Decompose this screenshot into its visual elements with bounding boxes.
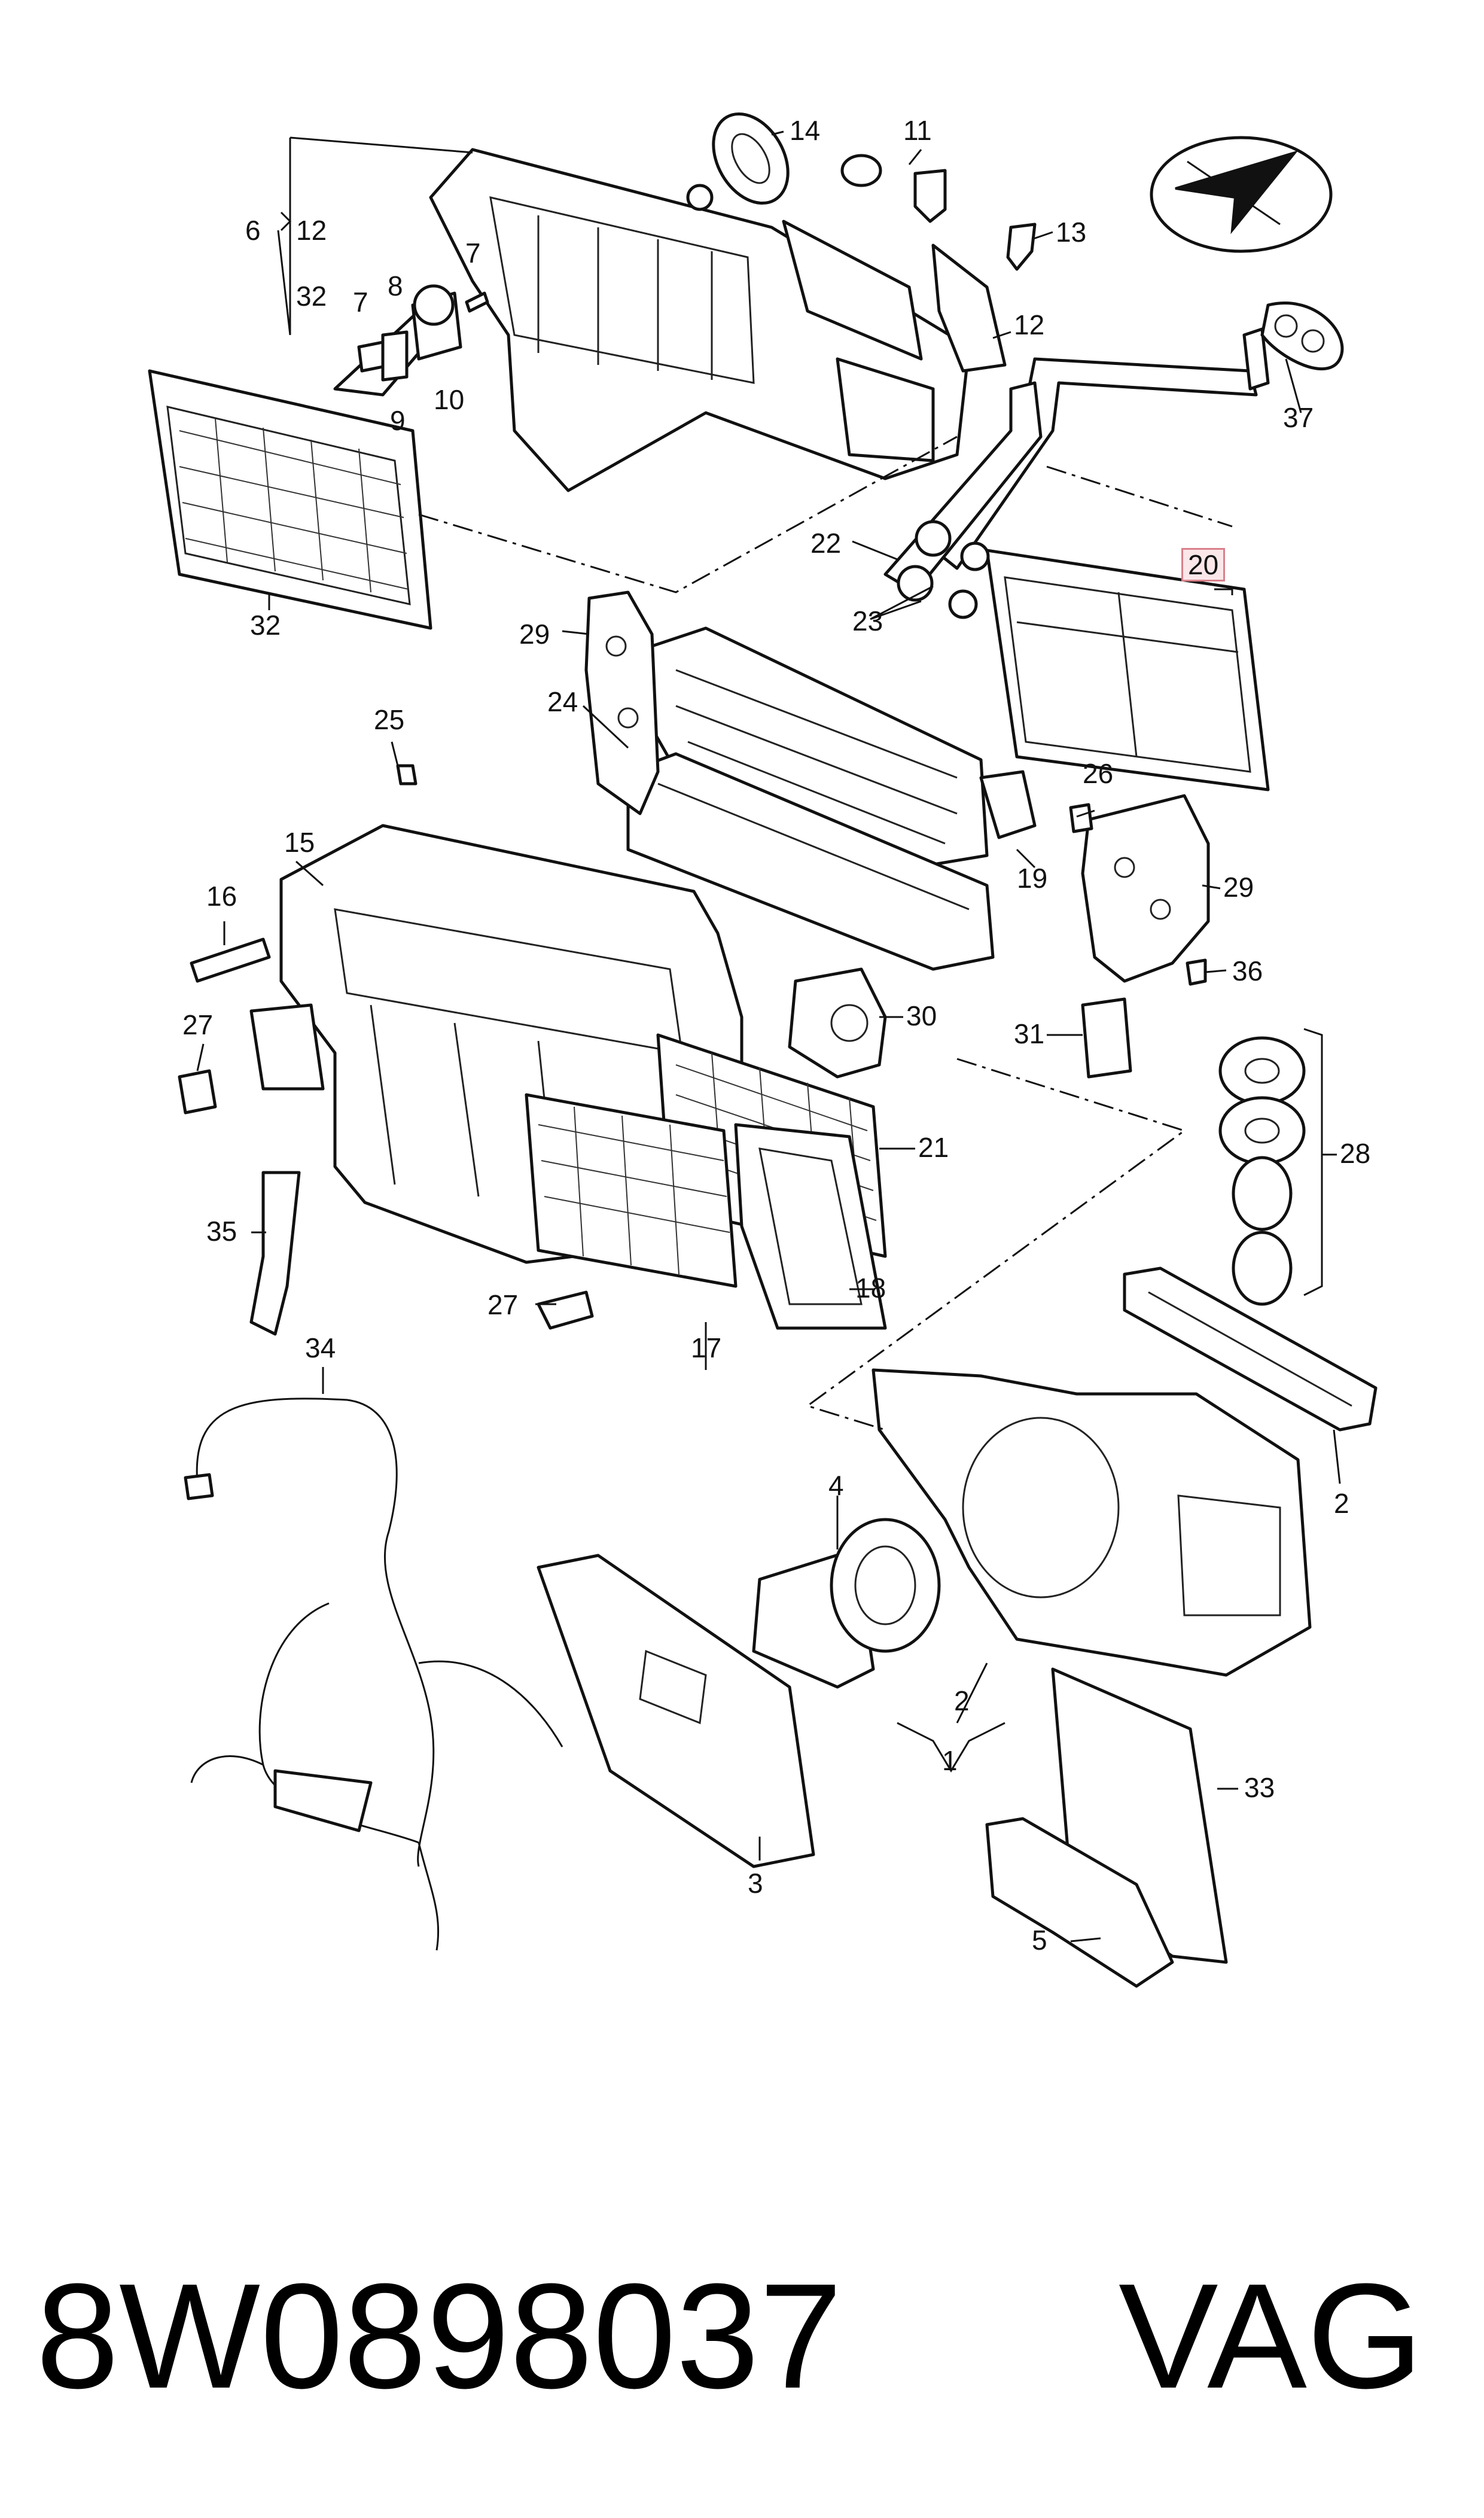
callout-33: 33: [1244, 1772, 1275, 1803]
callout-31: 31: [1014, 1018, 1045, 1049]
callout-16: 16: [206, 881, 237, 912]
callout-8: 8: [388, 270, 403, 302]
callout-28: 28: [1340, 1138, 1371, 1169]
callout-3: 3: [748, 1868, 763, 1899]
seal-frame-part: [1123, 1266, 1378, 1432]
air-duct-part: [985, 1817, 1174, 1988]
callout-36: 36: [1232, 955, 1263, 987]
callout-29: 29: [519, 619, 550, 650]
callout-30: 30: [906, 1000, 937, 1031]
callout-17: 17: [691, 1332, 722, 1363]
blower-fan-part: [752, 1518, 941, 1689]
clip-part: [840, 154, 1037, 373]
heater-core-part: [948, 541, 1270, 791]
brand-logo-icon: [1150, 136, 1333, 253]
callout-1: 1: [942, 1745, 958, 1776]
right-cover-part: [1069, 794, 1210, 1079]
alignment-lines: [418, 436, 1233, 1431]
callout-13: 13: [1056, 217, 1087, 248]
callout-32: 32: [250, 610, 281, 641]
upper-housing-part: [429, 148, 971, 492]
small-fittings-part: [178, 764, 594, 1336]
callout-10: 10: [434, 384, 465, 415]
side-cover-part: [584, 590, 660, 815]
callout-24: 24: [547, 686, 578, 717]
callout-21: 21: [918, 1132, 949, 1163]
seal-part: [712, 112, 790, 205]
callout-32: 32: [296, 281, 327, 312]
callout-4: 4: [828, 1470, 844, 1501]
insulation-part: [537, 1554, 815, 1868]
callout-37: 37: [1283, 402, 1314, 433]
servo-motor-part: [788, 967, 887, 1079]
callout-9: 9: [390, 405, 406, 436]
callout-14: 14: [790, 115, 821, 146]
callout-35: 35: [206, 1216, 237, 1247]
evaporator-part: [148, 309, 456, 630]
gasket-part: [1260, 302, 1344, 371]
leader-lines: [196, 130, 1341, 1942]
damper-gears-part: [1218, 1036, 1306, 1306]
callout-20: 20: [1181, 548, 1226, 581]
callout-18: 18: [855, 1272, 886, 1304]
flap-part: [525, 1093, 738, 1288]
part-number: 8W0898037: [36, 2252, 843, 2419]
wiring-harness-part: [184, 1397, 563, 1951]
callout-2: 2: [954, 1685, 970, 1716]
air-distribution-part: [626, 626, 1037, 971]
callout-25: 25: [374, 704, 405, 735]
callout-15: 15: [284, 827, 315, 858]
filter-frame-part: [734, 1123, 887, 1330]
lower-housing-part: [871, 1368, 1312, 1677]
callout-2: 2: [1334, 1488, 1349, 1519]
callout-29: 29: [1223, 872, 1254, 903]
callout-7: 7: [353, 287, 368, 318]
callout-12: 12: [296, 215, 327, 246]
brand-name: VAG: [1119, 2252, 1424, 2419]
callout-5: 5: [1032, 1925, 1047, 1956]
callout-26: 26: [1083, 758, 1114, 789]
callout-27: 27: [182, 1009, 214, 1040]
expansion-valve-part: [357, 284, 489, 382]
heater-pipes-part: [883, 327, 1270, 602]
callout-23: 23: [852, 605, 883, 637]
callout-11: 11: [903, 115, 932, 146]
callout-7: 7: [465, 238, 481, 269]
callout-34: 34: [305, 1332, 336, 1363]
callout-27: 27: [487, 1289, 519, 1320]
callout-12: 12: [1014, 309, 1045, 340]
callout-19: 19: [1017, 863, 1048, 894]
callout-22: 22: [810, 528, 842, 559]
callout-6: 6: [245, 215, 261, 246]
